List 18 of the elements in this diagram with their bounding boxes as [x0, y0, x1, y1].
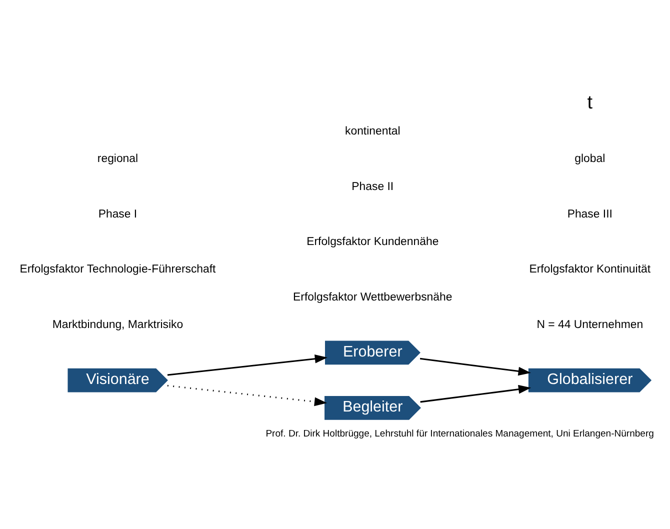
- label: N = 44 Unternehmen: [536, 318, 644, 330]
- arrow: [167, 384, 328, 406]
- label: t: [587, 92, 593, 114]
- label: kontinental: [345, 125, 400, 138]
- label: Erfolgsfaktor Wettbewerbsnähe: [293, 290, 452, 303]
- label: Phase II: [352, 180, 394, 192]
- label: Phase III: [567, 208, 612, 220]
- label: Marktbindung, Marktrisiko: [52, 318, 184, 330]
- arrow: [420, 384, 532, 402]
- arrow: [167, 354, 328, 376]
- label: Phase I: [98, 208, 138, 220]
- label: Erfolgsfaktor Kontinuität: [529, 263, 651, 276]
- arrow: [420, 357, 531, 376]
- label: regional: [97, 152, 138, 165]
- label: global: [574, 152, 606, 165]
- label: Erfolgsfaktor Kundennähe: [306, 236, 439, 248]
- caption: Prof. Dr. Dirk Holtbrügge, Lehrstuhl für Internationales Management, Uni Erlangen-Nürnberg: [266, 428, 654, 440]
- label: Erfolgsfaktor Technologie-Führerschaft: [20, 263, 216, 276]
